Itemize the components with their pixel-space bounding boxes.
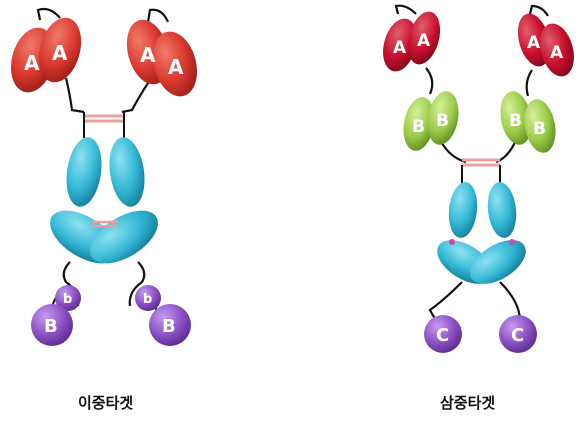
caption-bispecific: 이중타겟 bbox=[78, 392, 133, 413]
domain-b-small-label: b bbox=[63, 292, 72, 307]
trispecific-antibody: A A A A B B B B C C bbox=[378, 6, 580, 353]
hinge-dot bbox=[509, 239, 515, 245]
fc-domain bbox=[62, 135, 105, 209]
linker-line bbox=[148, 10, 168, 22]
linker-line bbox=[527, 70, 532, 96]
fc-domain bbox=[105, 135, 148, 209]
linker-line bbox=[396, 6, 416, 14]
linker-line bbox=[500, 282, 520, 318]
domain-a-label: A bbox=[417, 31, 431, 51]
linker-line bbox=[426, 68, 432, 94]
domain-b-label: B bbox=[412, 117, 425, 137]
hinge-dot bbox=[449, 239, 455, 245]
domain-b-label: B bbox=[509, 111, 522, 131]
linker-line bbox=[66, 78, 84, 112]
domain-c-label: C bbox=[511, 325, 524, 346]
domain-b-label: B bbox=[44, 316, 58, 337]
caption-trispecific: 삼중타겟 bbox=[440, 392, 495, 413]
domain-a-label: A bbox=[24, 51, 40, 75]
domain-a-label: A bbox=[168, 55, 184, 79]
linker-line bbox=[38, 9, 60, 20]
bispecific-antibody: A A A A b B b B bbox=[4, 9, 204, 346]
fc-domain bbox=[485, 181, 519, 240]
domain-b-label: B bbox=[436, 111, 449, 131]
domain-a-label: A bbox=[140, 43, 156, 67]
domain-b-label: B bbox=[162, 316, 176, 337]
domain-c-label: C bbox=[436, 325, 449, 346]
domain-a-label: A bbox=[393, 38, 407, 58]
linker-line bbox=[122, 80, 150, 112]
domain-a-label: A bbox=[527, 33, 541, 53]
domain-a-label: A bbox=[52, 41, 68, 65]
domain-b-label: B bbox=[533, 119, 546, 139]
fc-domain bbox=[446, 181, 480, 240]
domain-b-small-label: b bbox=[143, 292, 152, 307]
domain-a-label: A bbox=[550, 43, 564, 63]
